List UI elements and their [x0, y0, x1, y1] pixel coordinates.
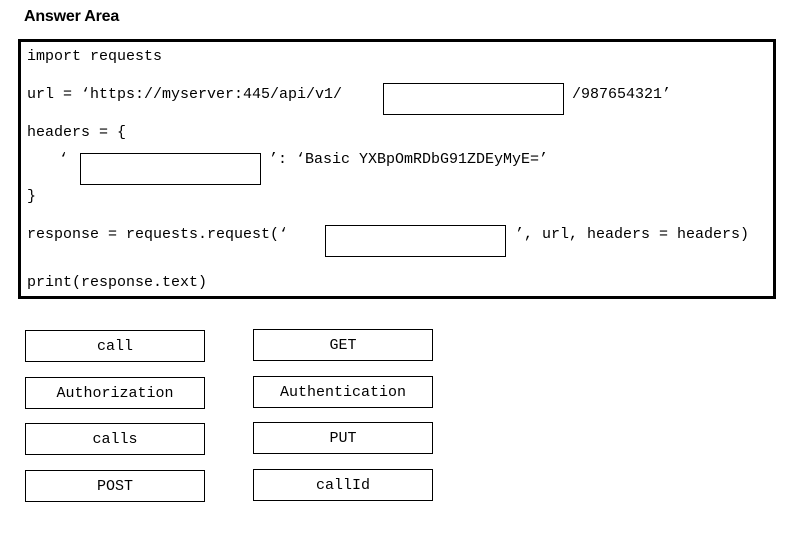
- code-line-request-suffix: ’, url, headers = headers): [515, 226, 750, 243]
- http-method-drop-target[interactable]: [325, 225, 506, 257]
- code-line-headers-close: }: [27, 188, 37, 205]
- option-post[interactable]: POST: [25, 470, 205, 502]
- code-line-url-prefix: url = ‘https://myserver:445/api/v1/: [27, 86, 343, 103]
- option-call[interactable]: call: [25, 330, 205, 362]
- answer-area-title: Answer Area: [24, 8, 120, 25]
- option-calls[interactable]: calls: [25, 423, 205, 455]
- code-line-url-suffix: /987654321’: [572, 86, 672, 103]
- code-line-print: print(response.text): [27, 274, 208, 291]
- code-line-header-value: ’: ‘Basic YXBpOmRDbG91ZDEyMyE=’: [269, 151, 549, 168]
- option-get[interactable]: GET: [253, 329, 433, 361]
- option-authentication[interactable]: Authentication: [253, 376, 433, 408]
- option-put[interactable]: PUT: [253, 422, 433, 454]
- url-path-drop-target[interactable]: [383, 83, 564, 115]
- code-answer-area: import requests url = ‘https://myserver:…: [18, 39, 776, 299]
- option-authorization[interactable]: Authorization: [25, 377, 205, 409]
- code-line-import: import requests: [27, 48, 163, 65]
- code-line-request-prefix: response = requests.request(‘: [27, 226, 289, 243]
- option-callid[interactable]: callId: [253, 469, 433, 501]
- header-key-drop-target[interactable]: [80, 153, 261, 185]
- code-line-headers-open: headers = {: [27, 124, 127, 141]
- code-line-header-key-open: ‘: [59, 151, 69, 168]
